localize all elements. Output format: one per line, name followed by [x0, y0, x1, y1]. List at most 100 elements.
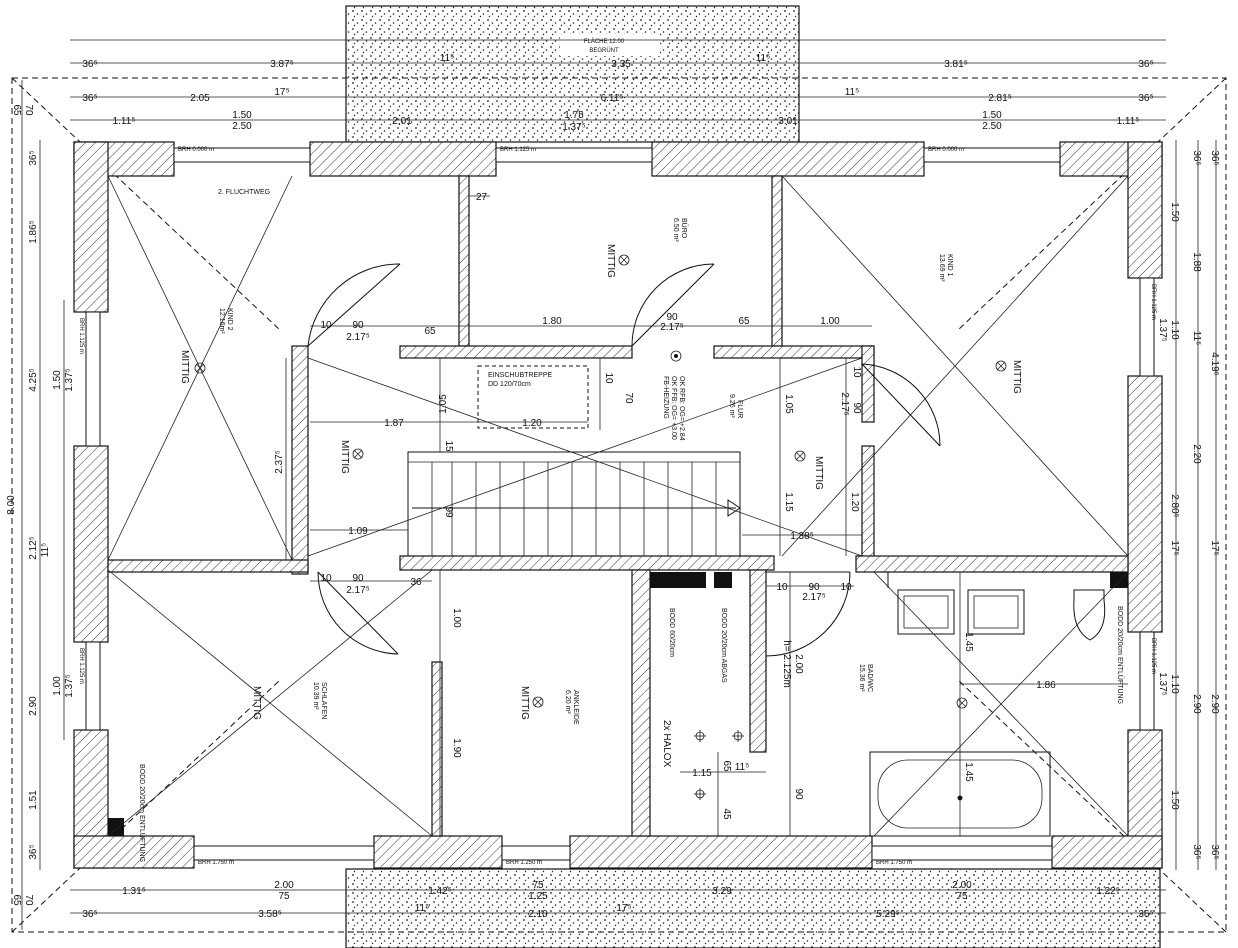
schacht-block4 [108, 818, 124, 836]
sink-left [897, 589, 955, 635]
svg-text:2.90: 2.90 [1191, 694, 1202, 714]
svg-text:1.22⁵: 1.22⁵ [1096, 886, 1120, 897]
svg-text:MITTIG: MITTIG [1011, 360, 1022, 394]
svg-text:36⁵: 36⁵ [28, 844, 39, 859]
toilet [1073, 589, 1106, 641]
wall-schacht [749, 569, 767, 753]
window-bottom-right [871, 845, 1053, 861]
svg-text:2.17⁵: 2.17⁵ [839, 392, 850, 416]
svg-text:1.15: 1.15 [692, 768, 712, 779]
roof-terrace-top [345, 5, 800, 143]
wall-flur-top-left [399, 345, 633, 359]
left-dimension-lines [21, 80, 65, 930]
svg-text:2.90: 2.90 [1209, 694, 1220, 714]
svg-text:1.37⁵: 1.37⁵ [1157, 318, 1168, 342]
wall-bottom-mid1 [373, 835, 503, 869]
svg-text:2.12⁵: 2.12⁵ [28, 536, 39, 560]
svg-text:70: 70 [23, 104, 34, 116]
svg-text:1.45: 1.45 [963, 632, 974, 652]
svg-text:36⁵: 36⁵ [82, 909, 97, 920]
window-top-right [923, 147, 1061, 163]
wall-buero-left [458, 175, 470, 347]
top-dimension-lines [70, 39, 1166, 121]
wall-buero-right [771, 175, 783, 347]
svg-text:90: 90 [808, 582, 820, 593]
wall-bottom-right [1051, 835, 1163, 869]
svg-text:1.51: 1.51 [28, 790, 39, 810]
halox-label: 2x HALOX [661, 720, 672, 768]
room-diagonals [107, 175, 1129, 837]
svg-text:27: 27 [476, 192, 488, 203]
doors [307, 263, 941, 657]
svg-text:1.80: 1.80 [542, 316, 562, 327]
svg-text:1.50: 1.50 [52, 370, 63, 390]
svg-text:1.88: 1.88 [1191, 252, 1202, 272]
svg-text:36⁵: 36⁵ [28, 150, 39, 165]
window-bottom-mid [501, 845, 571, 861]
schacht-block2 [714, 572, 732, 588]
room-fb-heizung: FB-HEIZUNG [662, 376, 669, 419]
svg-text:BRH 1.750 m: BRH 1.750 m [198, 860, 234, 866]
svg-text:90: 90 [352, 573, 364, 584]
svg-text:2.01: 2.01 [392, 116, 412, 127]
room-ankleide: ANKLEIDE [572, 690, 579, 725]
window-right-top [1139, 277, 1155, 377]
svg-text:1.05: 1.05 [438, 394, 449, 414]
wall-left-1 [73, 141, 109, 313]
svg-text:36⁵: 36⁵ [1138, 59, 1153, 70]
svg-text:36⁵: 36⁵ [82, 59, 97, 70]
room-buero-area: 6.50 m² [672, 218, 679, 242]
svg-text:2.81⁵: 2.81⁵ [988, 93, 1012, 104]
room-buero: BÜRO [680, 218, 688, 239]
svg-text:BRH 0.000 m: BRH 0.000 m [178, 147, 214, 153]
svg-text:10: 10 [320, 573, 332, 584]
svg-text:17⁵: 17⁵ [274, 87, 289, 98]
wall-bottom-left [73, 835, 195, 869]
svg-text:75: 75 [532, 880, 544, 891]
svg-text:36⁵: 36⁵ [1209, 844, 1220, 859]
svg-text:EINSCHUBTREPPE: EINSCHUBTREPPE [488, 372, 553, 379]
svg-text:1.50: 1.50 [232, 110, 252, 121]
wall-kind2-right [291, 345, 309, 575]
svg-text:10: 10 [320, 320, 332, 331]
svg-text:65: 65 [424, 326, 436, 337]
window-left-top [85, 311, 101, 447]
svg-text:65: 65 [721, 760, 732, 772]
svg-text:15: 15 [443, 440, 454, 452]
room-flur-area: 9.26 m² [728, 394, 735, 418]
wall-kind1-left [861, 345, 875, 423]
svg-text:1.25: 1.25 [528, 891, 548, 902]
svg-text:2.37⁵: 2.37⁵ [274, 450, 285, 474]
svg-text:90: 90 [793, 788, 804, 800]
svg-text:1.37⁵: 1.37⁵ [562, 122, 586, 133]
window-top-mid [495, 147, 653, 163]
wall-bad-top [855, 555, 1129, 573]
svg-text:10: 10 [603, 372, 614, 384]
svg-text:1.00: 1.00 [820, 316, 840, 327]
wall-kind2-bottom [107, 559, 309, 573]
svg-text:1.00: 1.00 [451, 608, 462, 628]
svg-text:8.00: 8.00 [6, 495, 17, 515]
window-right-bottom [1139, 631, 1155, 731]
svg-text:2.50: 2.50 [232, 121, 252, 132]
svg-text:MITTIG: MITTIG [339, 440, 350, 474]
svg-text:11⁵: 11⁵ [735, 762, 750, 773]
svg-text:11⁵: 11⁵ [440, 53, 455, 64]
room-fluchtweg: 2. FLUCHTWEG [218, 189, 270, 196]
room-kind2: KIND 2 [226, 308, 233, 331]
svg-text:65: 65 [738, 316, 750, 327]
wall-right-2 [1127, 375, 1163, 633]
roof-begruent: BEGRÜNT [589, 47, 619, 54]
svg-text:MITTIG: MITTIG [179, 350, 190, 384]
svg-text:1.20: 1.20 [849, 492, 860, 512]
svg-text:2.00: 2.00 [952, 880, 972, 891]
schacht-60: BODD 60/20cm [668, 608, 675, 657]
room-ankleide-area: 6.20 m² [564, 690, 571, 714]
stair-treads [408, 461, 740, 556]
svg-text:70: 70 [623, 392, 634, 404]
room-ok-rfb: OK RFB: OG= +2.84 [678, 376, 685, 441]
svg-text:2.05: 2.05 [190, 93, 210, 104]
svg-text:BRH 1.125 m: BRH 1.125 m [1150, 284, 1156, 320]
wall-ankleide [631, 569, 651, 837]
